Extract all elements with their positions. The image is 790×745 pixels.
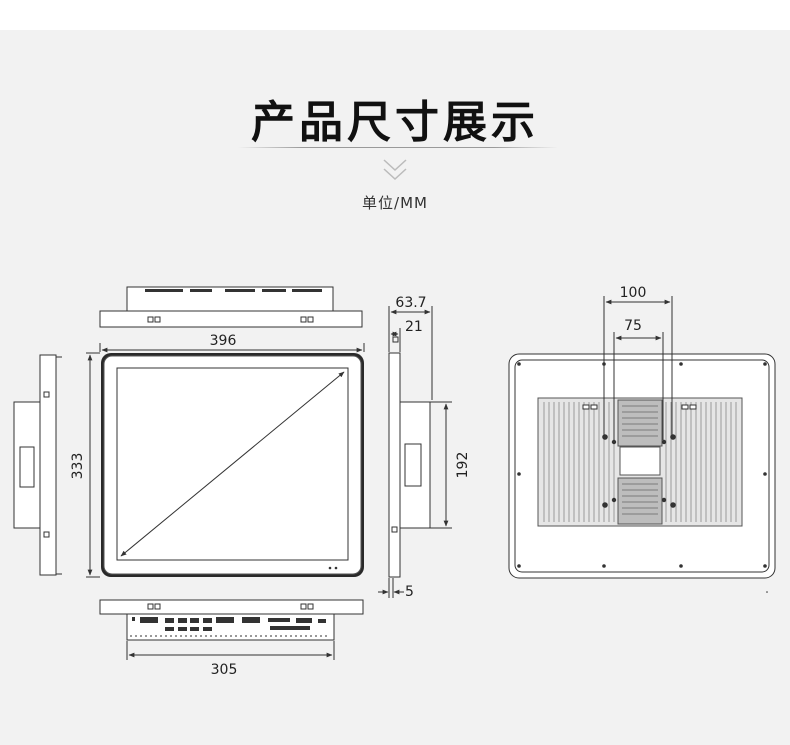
bottom-view [99,599,364,641]
dimension-vesa-outer-label: 100 [620,285,647,301]
dimension-panel-edge [378,578,404,598]
chevron-down-icon [383,159,407,181]
left-side-view [13,354,62,576]
top-band [0,0,790,30]
dimension-bottom-width [126,641,335,660]
dimension-vesa-outer [603,296,673,436]
dimension-height-label: 333 [70,453,86,480]
dimension-depth-bezel-label: 21 [405,319,423,335]
dimension-side-box-label: 192 [455,452,471,479]
dimension-vesa-inner [613,332,664,440]
dimension-side-box [437,401,452,529]
front-view [101,353,364,577]
page-title: 产品尺寸展示 [251,97,539,148]
dimension-depth-bezel [390,328,401,352]
right-side-view [388,336,437,578]
title-divider [238,147,558,148]
rear-view [508,353,776,579]
dimension-depth-total-label: 63.7 [395,295,426,311]
dimension-depth-total [388,306,433,400]
dimension-panel-edge-label: 5 [405,584,414,600]
dimension-bottom-width-label: 305 [211,662,238,678]
dimension-height [86,352,100,578]
dimension-width [99,343,365,353]
top-view [99,286,363,328]
dimension-vesa-inner-label: 75 [624,318,642,334]
unit-label: 单位/MM [362,194,428,212]
dimension-width-label: 396 [210,333,237,349]
